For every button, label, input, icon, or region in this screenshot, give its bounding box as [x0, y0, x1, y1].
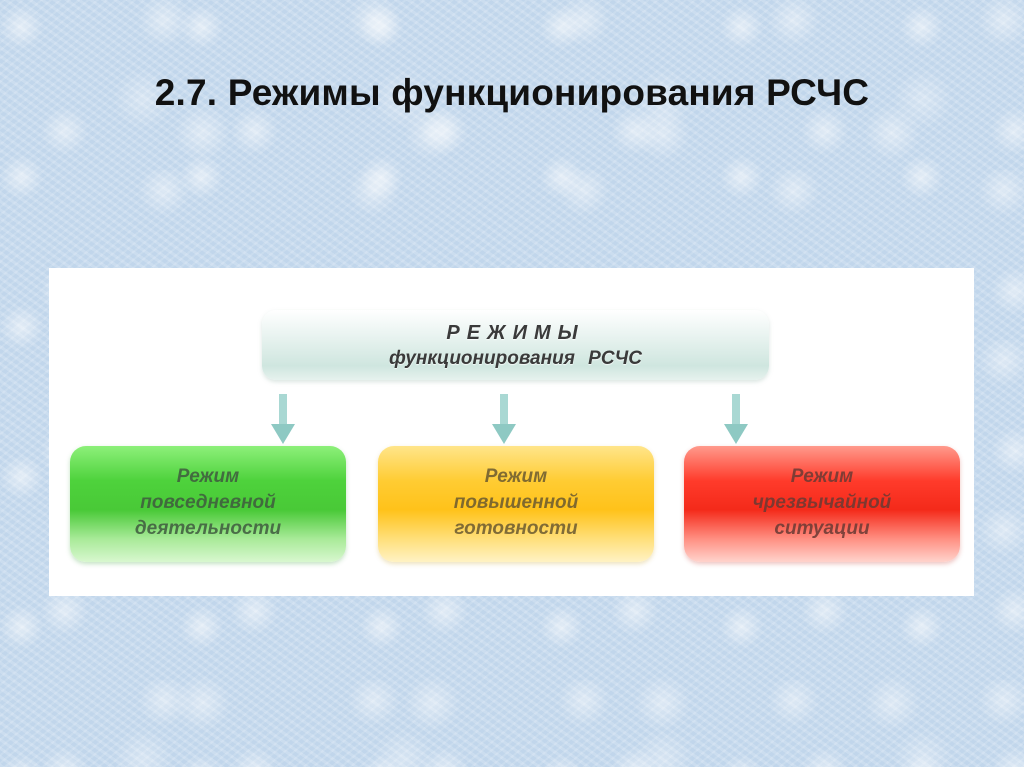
- mode-label-line-1: Режим: [176, 466, 240, 487]
- slide-title: 2.7. Режимы функционирования РСЧС: [154, 72, 870, 113]
- diagram-panel: РЕЖИМЫ функционирования РСЧС Режим повсе…: [49, 268, 974, 596]
- down-arrow-icon: [724, 394, 748, 444]
- header-line-2: функционирования РСЧС: [389, 348, 642, 369]
- mode-label-line-1: Режим: [484, 466, 548, 487]
- mode-label-line-2: чрезвычайной: [752, 492, 892, 513]
- mode-label-line-3: готовности: [454, 518, 578, 539]
- mode-box-high-alert: Режим повышенной готовности: [378, 446, 654, 562]
- header-line-1: РЕЖИМЫ: [446, 322, 585, 344]
- mode-box-everyday: Режим повседневной деятельности: [70, 446, 346, 562]
- mode-label-line-3: деятельности: [134, 518, 282, 539]
- down-arrow-icon: [492, 394, 516, 444]
- mode-label-line-3: ситуации: [774, 518, 870, 539]
- down-arrow-icon: [271, 394, 295, 444]
- mode-label-line-1: Режим: [790, 466, 854, 487]
- mode-box-emergency: Режим чрезвычайной ситуации: [684, 446, 960, 562]
- regimes-header-box: РЕЖИМЫ функционирования РСЧС: [262, 310, 769, 380]
- mode-label-line-2: повышенной: [453, 492, 579, 513]
- mode-label-line-2: повседневной: [140, 492, 276, 513]
